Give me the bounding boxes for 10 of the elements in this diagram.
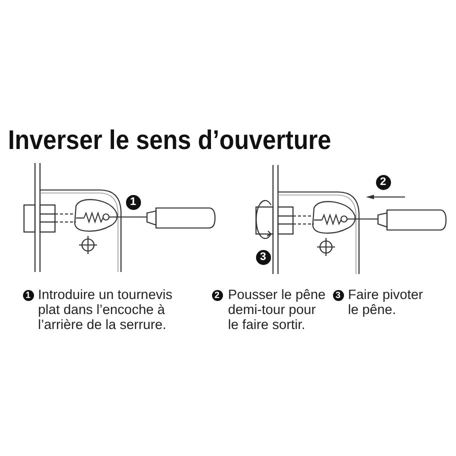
callout-number: 1 xyxy=(126,194,140,210)
callout-number: 2 xyxy=(376,174,390,190)
step-instruction: Introduire un tournevis plat dans l’encoche à l’arrière de la serrure. xyxy=(38,287,174,332)
title: Inverser le sens d’ouverture xyxy=(8,127,332,154)
step-number: 2 xyxy=(212,290,222,300)
step-instruction: Pousser le pêne demi-tour pour le faire sortir. xyxy=(228,287,327,332)
step-number: 1 xyxy=(22,290,34,300)
step-number: 3 xyxy=(332,290,344,300)
callout-number: 3 xyxy=(256,250,270,264)
step-instruction: Faire pivoter le pêne. xyxy=(348,287,424,317)
